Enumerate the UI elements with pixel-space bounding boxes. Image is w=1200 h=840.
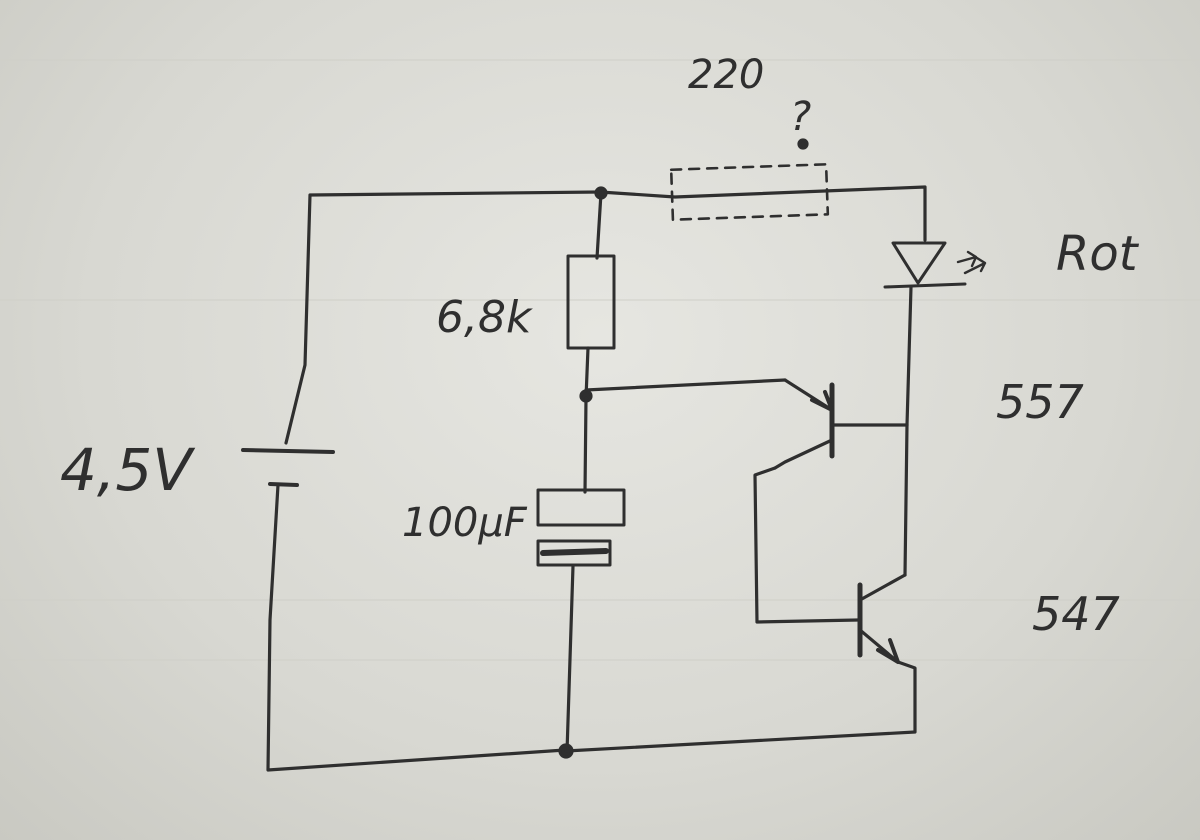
transistor-547 bbox=[857, 573, 907, 664]
battery-symbol bbox=[241, 448, 335, 487]
capacitor-plate-top bbox=[536, 488, 626, 527]
wire-left-top bbox=[284, 190, 602, 445]
led-symbol bbox=[883, 241, 987, 289]
paper-ruled-lines bbox=[0, 59, 1200, 661]
wire-557-to-547 bbox=[753, 466, 860, 624]
label-capacitor: 100µF bbox=[402, 500, 528, 546]
wire-node-to-547 bbox=[903, 423, 909, 577]
label-transistor-547: 547 bbox=[1032, 587, 1120, 641]
wire-to-resistor bbox=[595, 191, 603, 260]
wire-top-right bbox=[598, 185, 927, 242]
wire-capacitor-to-bottom bbox=[565, 564, 575, 754]
resistor-220-dashed bbox=[669, 163, 830, 222]
wire-base-557 bbox=[584, 378, 787, 392]
label-resistor-220: 220 bbox=[688, 52, 764, 98]
transistor-557 bbox=[773, 378, 909, 470]
label-led-color: Rot bbox=[1056, 226, 1140, 282]
wire-mid-to-capacitor bbox=[583, 396, 588, 494]
resistor-6k8 bbox=[566, 254, 616, 350]
label-resistor-6k8: 6,8k bbox=[436, 292, 533, 343]
wire-bottom bbox=[564, 660, 917, 753]
label-question-mark: ? bbox=[790, 94, 811, 140]
label-battery-voltage: 4,5V bbox=[60, 436, 196, 504]
label-transistor-557: 557 bbox=[996, 375, 1084, 429]
wire-left-bottom bbox=[266, 483, 567, 772]
question-dot bbox=[797, 138, 809, 150]
wire-led-to-node bbox=[905, 285, 913, 427]
